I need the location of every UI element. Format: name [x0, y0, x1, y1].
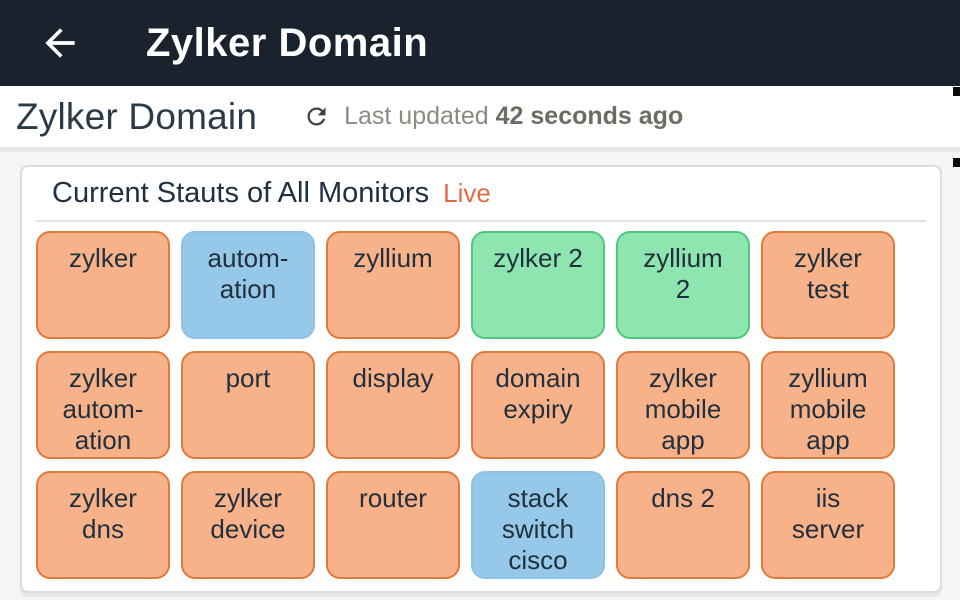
page-title: Zylker Domain [16, 95, 258, 137]
monitor-tile-label: stack switch cisco [501, 483, 575, 575]
monitor-tile[interactable]: iis server [761, 471, 895, 579]
monitor-tile[interactable]: zylker 2 [471, 231, 605, 339]
arrow-left-icon [38, 21, 82, 65]
monitor-tile[interactable]: zyllium mobile app [761, 351, 895, 459]
panel-divider [36, 220, 926, 222]
monitor-tile[interactable]: zyllium [326, 231, 460, 339]
monitor-tile[interactable]: autom- ation [181, 231, 315, 339]
monitor-tile[interactable]: zylker test [761, 231, 895, 339]
monitor-tile-label: zylker autom- ation [62, 363, 144, 455]
monitor-tile[interactable]: zylker [36, 231, 170, 339]
monitor-tile[interactable]: router [326, 471, 460, 579]
panel-header: Current Stauts of All Monitors Live [22, 167, 940, 220]
refresh-button[interactable] [303, 103, 330, 130]
live-badge: Live [443, 178, 491, 208]
scrollbar-mark [953, 158, 960, 167]
scrollbar-mark [953, 87, 960, 96]
monitor-tile-label: domain expiry [495, 363, 581, 424]
refresh-icon [303, 103, 330, 130]
monitor-tile-label: zylker test [794, 243, 862, 304]
monitor-grid: zylker autom- ation zyllium zylker 2 zyl… [22, 222, 906, 579]
monitor-tile[interactable]: port [181, 351, 315, 459]
panel-title: Current Stauts of All Monitors [52, 177, 430, 209]
monitor-tile-label: port [225, 363, 271, 393]
last-updated-text: Last updated 42 seconds ago [344, 102, 683, 131]
monitor-tile-label: zylker 2 [493, 243, 583, 273]
app-bar: Zylker Domain [0, 0, 960, 86]
monitor-tile-label: zyllium [353, 243, 433, 273]
monitor-tile-label: display [352, 363, 434, 393]
monitor-tile-label: autom- ation [207, 243, 289, 304]
last-updated-value: 42 seconds ago [495, 102, 684, 130]
monitor-tile-label: dns 2 [651, 483, 715, 513]
monitor-tile[interactable]: zyllium 2 [616, 231, 750, 339]
monitor-tile[interactable]: zylker autom- ation [36, 351, 170, 459]
monitor-tile-label: iis server [791, 483, 865, 544]
back-button[interactable] [34, 17, 86, 69]
status-panel: Current Stauts of All Monitors Live zylk… [20, 165, 942, 593]
monitor-tile-label: router [359, 483, 427, 513]
monitor-tile-label: zylker mobile app [644, 363, 722, 455]
monitor-tile[interactable]: zylker device [181, 471, 315, 579]
monitor-tile[interactable]: stack switch cisco [471, 471, 605, 579]
monitor-tile[interactable]: dns 2 [616, 471, 750, 579]
monitor-tile[interactable]: display [326, 351, 460, 459]
monitor-tile[interactable]: zylker mobile app [616, 351, 750, 459]
monitor-tile-label: zyllium 2 [643, 243, 723, 304]
monitor-tile-label: zylker device [210, 483, 286, 544]
monitor-tile[interactable]: domain expiry [471, 351, 605, 459]
app-bar-title: Zylker Domain [146, 20, 429, 65]
page-header: Zylker Domain Last updated 42 seconds ag… [0, 86, 960, 152]
monitor-tile-label: zylker dns [69, 483, 137, 544]
monitor-tile-label: zylker [69, 243, 137, 273]
monitor-tile[interactable]: zylker dns [36, 471, 170, 579]
monitor-tile-label: zyllium mobile app [788, 363, 868, 455]
last-updated-prefix: Last updated [344, 102, 489, 130]
